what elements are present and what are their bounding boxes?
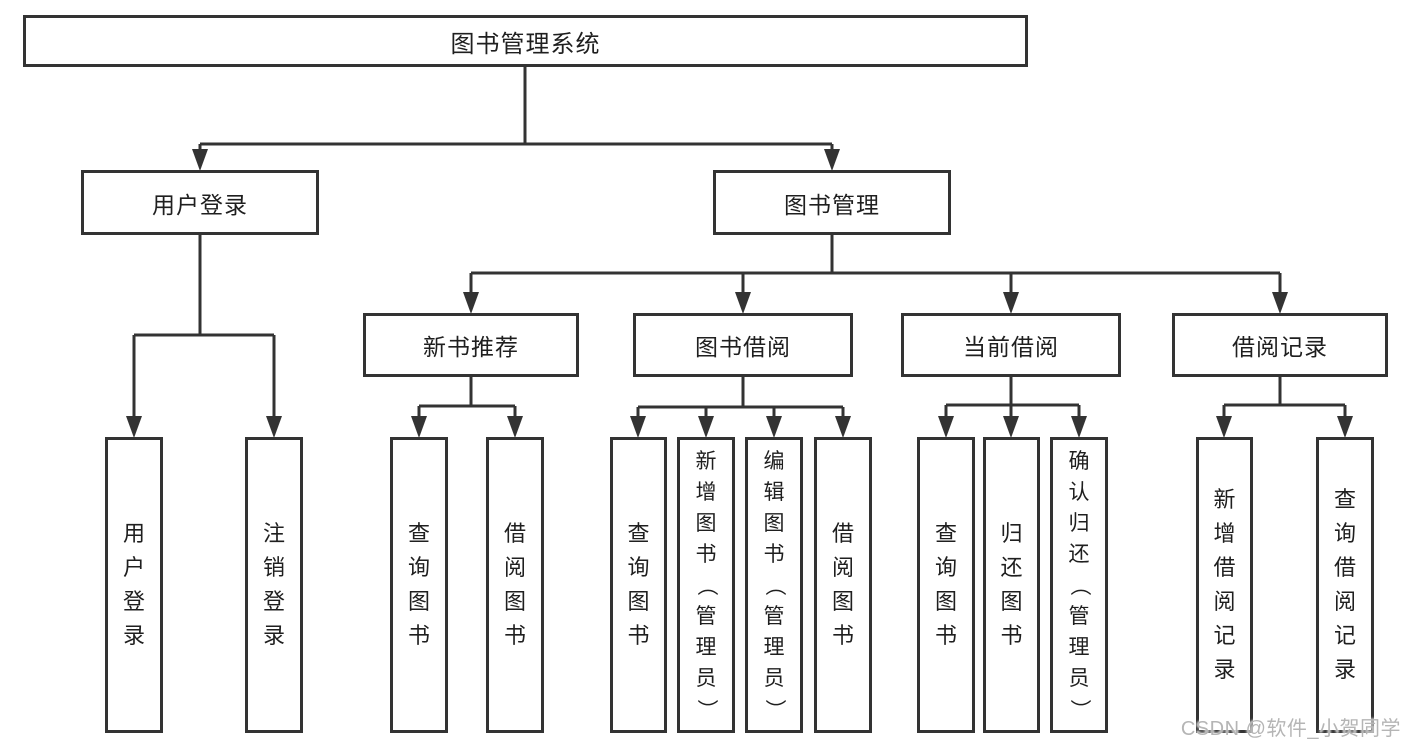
node-book-management: 图书管理 xyxy=(713,170,951,235)
node-label: 当前借阅 xyxy=(963,334,1059,360)
node-label: 图书管理系统 xyxy=(450,30,601,58)
node-book-borrowing: 图书借阅 xyxy=(633,313,853,377)
leaf-logout: 注销登录 xyxy=(245,437,303,733)
node-label: 图书管理 xyxy=(784,191,880,218)
leaf-user-login: 用户登录 xyxy=(105,437,163,733)
arrowheads xyxy=(126,149,1353,438)
leaf-confirm-return-admin: 确认归还（管理员） xyxy=(1050,437,1108,733)
leaf-borrow-books-recommend: 借阅图书 xyxy=(486,437,544,733)
leaf-edit-books-admin: 编辑图书（管理员） xyxy=(745,437,803,733)
node-new-book-recommendation: 新书推荐 xyxy=(363,313,579,377)
leaf-return-books: 归还图书 xyxy=(983,437,1040,733)
node-label: 新书推荐 xyxy=(423,334,519,360)
node-borrowing-records: 借阅记录 xyxy=(1172,313,1388,377)
node-current-borrowing: 当前借阅 xyxy=(901,313,1121,377)
node-user-login: 用户登录 xyxy=(81,170,319,235)
node-label: 用户登录 xyxy=(152,191,248,218)
leaf-query-books-recommend: 查询图书 xyxy=(390,437,448,733)
node-library-management-system: 图书管理系统 xyxy=(23,15,1028,67)
node-label: 借阅记录 xyxy=(1232,334,1328,360)
leaf-add-borrow-record: 新增借阅记录 xyxy=(1196,437,1253,733)
leaf-query-books-current: 查询图书 xyxy=(917,437,975,733)
leaf-query-borrow-record: 查询借阅记录 xyxy=(1316,437,1374,733)
csdn-watermark: CSDN @软件_小贺同学 xyxy=(1180,718,1401,740)
leaf-query-books-borrow: 查询图书 xyxy=(610,437,667,733)
node-label: 图书借阅 xyxy=(695,334,791,360)
leaf-borrow-books: 借阅图书 xyxy=(814,437,872,733)
leaf-add-books-admin: 新增图书（管理员） xyxy=(677,437,735,733)
